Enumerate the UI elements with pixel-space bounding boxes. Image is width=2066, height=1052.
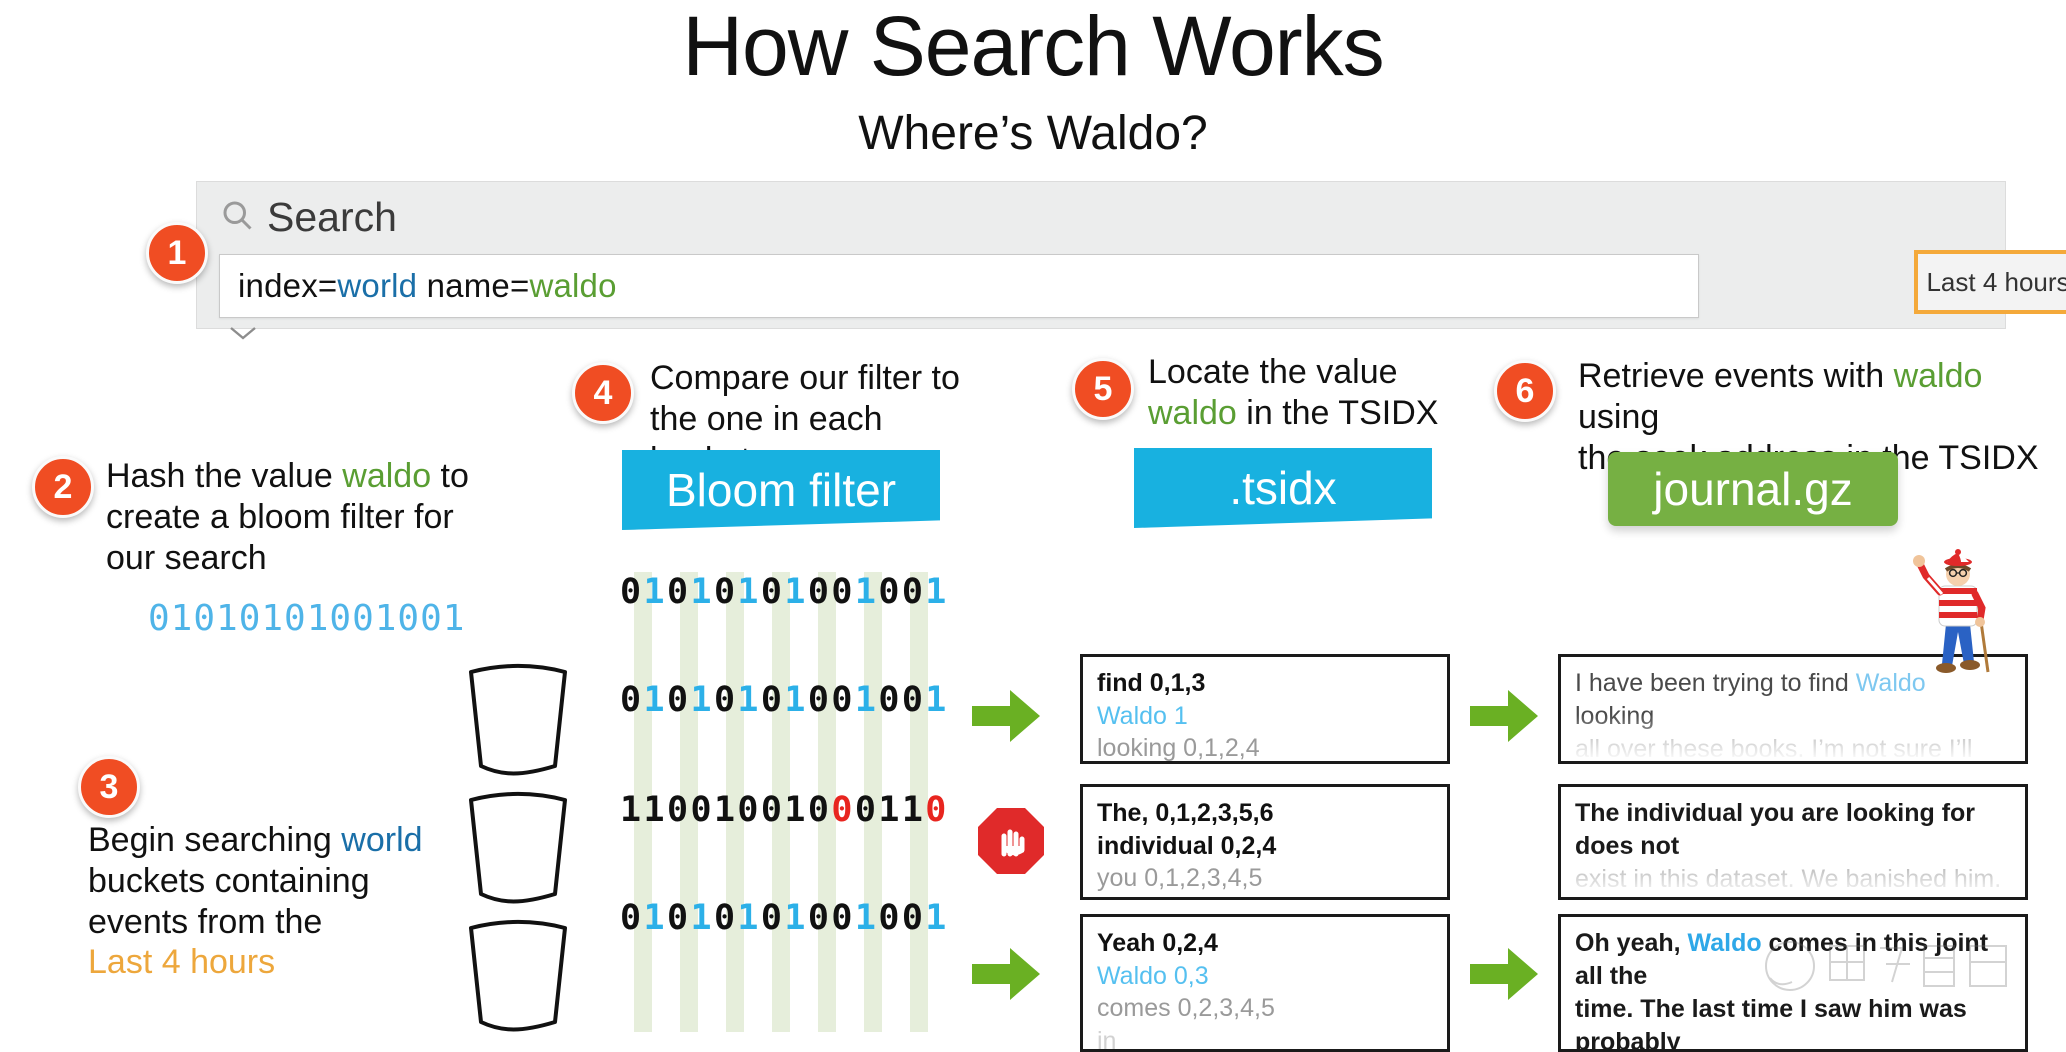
query-part-world: world [337,267,418,304]
step-badge-1: 1 [146,222,208,284]
journal-chip: journal.gz [1608,452,1898,526]
step6-line1a: Retrieve events with [1578,357,1894,395]
tsidx-line-4: are 1,2,5,6 [1097,895,1433,898]
step2-line1a: Hash the value [106,457,343,495]
chevron-down-icon[interactable] [228,318,258,349]
journal-line-2: exist in this dataset. We banished him. … [1575,865,2002,893]
journal-line-2: all over these books. I’m not sure I’ll [1575,735,1973,763]
arrow-right-icon [1468,944,1540,1009]
step5-line1: Locate the value [1148,353,1398,391]
tsidx-line-3: comes 0,2,3,4,5 [1097,994,1275,1022]
journal-line-1: I have been trying to find Waldo looking [1575,667,2011,733]
step-badge-2: 2 [32,456,94,518]
step-badge-5: 5 [1072,358,1134,420]
page-subtitle: Where’s Waldo? [858,107,1208,160]
tsidx-chip: .tsidx [1134,448,1432,528]
page-title: How Search Works [682,0,1384,93]
search-placeholder-label: Search [267,194,397,240]
tsidx-line-2: Waldo 0,3 [1097,961,1209,990]
step3-timerange: Last 4 hours [88,943,276,982]
tsidx-entry-box: The, 0,1,2,3,5,6 individual 0,2,4 you 0,… [1080,784,1450,900]
journal-line-1: The individual you are looking for does … [1575,799,1976,860]
tsidx-line-1: The, 0,1,2,3,5,6 [1097,799,1274,827]
search-input[interactable]: index=world name=waldo [219,254,1699,318]
tsidx-line-2: Waldo 1 [1097,701,1188,730]
time-range-label: Last 4 hours [1926,266,2066,297]
step-badge-6: 6 [1494,360,1556,422]
step5-waldo: waldo [1148,393,1237,432]
step3-line2: buckets containing [88,861,370,900]
step-6-text: Retrieve events with waldo using the see… [1578,356,2058,478]
journal-line-1a: I have been trying to find [1575,669,1856,697]
waldo-character [1902,548,2022,678]
journal-waldo: Waldo [1855,669,1926,697]
bloom-row-3: 11001001000110 [620,790,949,830]
bucket-1 [462,662,574,787]
tsidx-entry-box: Yeah 0,2,4 Waldo 0,3 comes 0,2,3,4,5 in [1080,914,1450,1052]
journal-line-1a: Oh yeah, [1575,929,1688,957]
tsidx-label: .tsidx [1229,462,1337,514]
step3-line1a: Begin searching [88,821,342,859]
query-part-waldo: waldo [529,267,617,304]
journal-line-1: Oh yeah, Waldo comes in this joint all t… [1575,927,2011,993]
arrow-right-icon [970,944,1042,1009]
query-part-name: name= [417,267,530,304]
step2-line3: our search [106,538,267,577]
step4-line1: Compare our filter to [650,359,960,397]
step-2-text: Hash the value waldo to create a bloom f… [106,456,506,578]
bucket-2 [462,790,574,915]
step6-waldo: waldo [1893,357,1983,395]
step6-line1b: using [1578,397,1660,436]
arrow-right-icon [970,686,1042,751]
time-range-picker[interactable]: Last 4 hours [1914,250,2066,314]
journal-event-box: The individual you are looking for does … [1558,784,2028,900]
bloom-filter-chip: Bloom filter [622,450,940,530]
step-5-text: Locate the value waldo in the TSIDX [1148,352,1448,434]
tsidx-line-2: individual 0,2,4 [1097,831,1277,860]
step-3-text: Begin searching world buckets containing… [88,820,458,983]
step2-line1b: to [431,457,469,495]
step5-line2b: in the TSIDX [1236,393,1439,432]
journal-line-1b: looking [1575,702,1655,730]
stop-hand-icon [976,806,1046,881]
journal-waldo: Waldo [1687,929,1762,957]
step3-world: world [341,821,423,859]
search-query-text: index=world name=waldo [238,267,617,305]
journal-event-box: Oh yeah, Waldo comes in this joint all t… [1558,914,2028,1052]
journal-line-2: time. The last time I saw him was probab… [1575,995,1967,1052]
step2-waldo: waldo [342,457,432,495]
bloom-row-2: 01010101001001 [620,680,949,720]
tsidx-line-1: Yeah 0,2,4 [1097,929,1218,957]
tsidx-line-3: looking 0,1,2,4 [1097,734,1260,762]
bloom-filter-label: Bloom filter [665,464,897,516]
step2-line2: create a bloom filter for [106,497,454,536]
search-placeholder-row: Search [219,194,397,241]
step3-line3: events from the [88,902,323,941]
step-4-text: Compare our filter to the one in each bu… [650,358,980,480]
tsidx-line-3: you 0,1,2,3,4,5 [1097,864,1263,892]
tsidx-line-1: find 0,1,3 [1097,669,1206,697]
tsidx-entry-box: find 0,1,3 Waldo 1 looking 0,1,2,4 [1080,654,1450,764]
step2-bloom-bits: 01010101001001 [148,598,466,639]
step-badge-4: 4 [572,362,634,424]
bloom-row-1: 01010101001001 [620,572,949,612]
tsidx-line-4: in [1097,1026,1117,1052]
bloom-row-4: 01010101001001 [620,898,949,938]
search-bar-panel: Search index=world name=waldo Last 4 hou… [196,181,2066,329]
bucket-3 [462,918,574,1043]
query-part-index: index= [238,267,338,304]
bit-stripes [620,572,946,1032]
journal-line-1b: comes in this joint all the [1575,929,1989,990]
search-icon [219,197,255,238]
journal-label: journal.gz [1653,463,1853,515]
arrow-right-icon [1468,686,1540,751]
bloom-bit-comparison-panel: 01010101001001 01010101001001 1100100100… [620,572,946,1032]
step-badge-3: 3 [78,756,140,818]
